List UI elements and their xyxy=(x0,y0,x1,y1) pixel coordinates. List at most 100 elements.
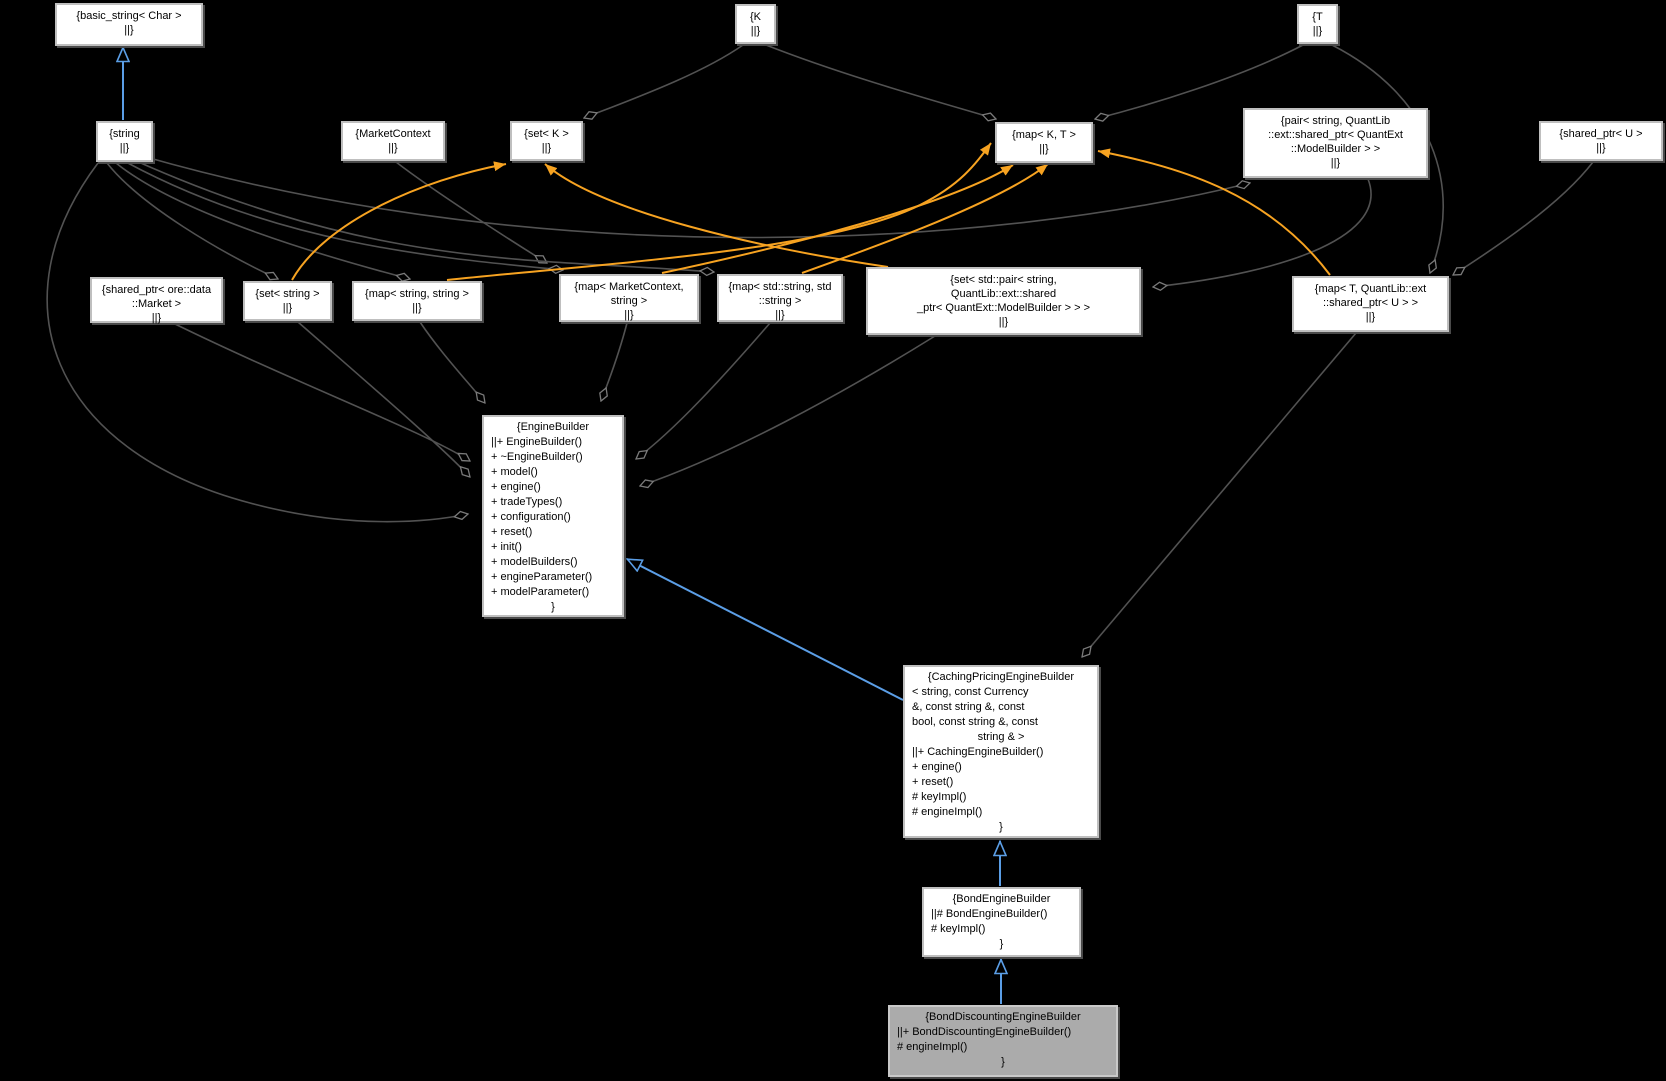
node-label-line: + modelParameter() xyxy=(491,586,590,598)
node-pair-string-model-builder[interactable]: {pair< string, QuantLib ::ext::shared_pt… xyxy=(1243,108,1428,178)
node-set-pair-string-model-builder[interactable]: {set< std::pair< string, QuantLib::ext::… xyxy=(866,267,1141,335)
node-label-line: {shared_ptr< U > xyxy=(1559,128,1643,140)
edge-map-t-u-to-caching-aggregation xyxy=(1082,332,1357,657)
node-label-line: ::Market > xyxy=(131,298,182,310)
node-label-line: ||} xyxy=(1039,143,1049,155)
edge-string-to-set-string-aggregation xyxy=(106,162,278,279)
node-engine-builder[interactable]: {EngineBuilder ||+ EngineBuilder() + ~En… xyxy=(482,415,624,617)
edge-map-string-string-to-engine-builder-aggregation xyxy=(419,321,485,403)
node-set-k[interactable]: {set< K > ||} xyxy=(510,121,583,161)
edge-shared-ptr-market-to-engine-builder-aggregation xyxy=(174,323,470,461)
node-string[interactable]: {string ||} xyxy=(96,121,153,162)
node-label-line: ::string > xyxy=(758,295,802,307)
node-label-line: string & > xyxy=(977,731,1025,743)
node-label-line: } xyxy=(551,601,555,613)
node-label-line: ||} xyxy=(541,142,552,154)
node-label-line: {T xyxy=(1312,11,1323,23)
node-label-line: bool, const string &, const xyxy=(912,716,1038,728)
node-label-line: ||} xyxy=(119,142,130,154)
edge-map-string-string-to-map-k-t-template xyxy=(446,142,992,281)
node-label-line: {set< std::pair< string, xyxy=(950,274,1057,286)
node-map-market-context-string[interactable]: {map< MarketContext, string > ||} xyxy=(559,274,699,322)
node-label-line: ||} xyxy=(388,142,398,154)
node-label-line: + reset() xyxy=(491,526,533,538)
node-label-line: ||+ BondDiscountingEngineBuilder() xyxy=(897,1026,1072,1038)
node-t[interactable]: {T ||} xyxy=(1297,4,1338,44)
node-label-line: {CachingPricingEngineBuilder xyxy=(927,671,1075,683)
node-label-line: ::shared_ptr< U > > xyxy=(1322,297,1419,309)
node-label-line: # keyImpl() xyxy=(912,791,967,803)
node-label-line: ::ModelBuilder > > xyxy=(1290,143,1381,155)
node-map-std-string-std-string[interactable]: {map< std::string, std ::string > ||} xyxy=(717,274,843,322)
node-label-line: + engine() xyxy=(912,761,962,773)
node-label-line: ||} xyxy=(998,316,1009,328)
node-label-line: ||} xyxy=(1330,157,1341,169)
node-label-line: {map< T, QuantLib::ext xyxy=(1314,283,1427,295)
node-label-line: {BondEngineBuilder xyxy=(952,893,1051,905)
node-label-line: ||+ EngineBuilder() xyxy=(491,436,583,448)
node-label-line: {map< string, string > xyxy=(365,288,469,300)
node-label-line: ||} xyxy=(282,302,293,314)
node-caching-pricing-engine-builder[interactable]: {CachingPricingEngineBuilder < string, c… xyxy=(903,665,1099,838)
edge-caching-to-engine-builder-inheritance xyxy=(627,558,904,701)
node-label-line: ||} xyxy=(412,302,422,314)
edge-map-std-string-to-engine-builder-aggregation xyxy=(636,322,771,459)
node-label-line: + engine() xyxy=(491,481,541,493)
edge-map-mc-string-to-map-k-t-template xyxy=(661,164,1014,274)
node-label-line: } xyxy=(999,938,1004,950)
node-label-line: ::ext::shared_ptr< QuantExt xyxy=(1268,129,1403,141)
node-label-line: ||} xyxy=(775,309,785,321)
node-label-line: + tradeTypes() xyxy=(491,496,563,508)
node-label-line: ||} xyxy=(151,312,162,324)
node-k[interactable]: {K ||} xyxy=(735,4,776,44)
node-label-line: + ~EngineBuilder() xyxy=(491,451,583,463)
node-label-line: + init() xyxy=(491,541,522,553)
edge-set-pair-to-engine-builder-aggregation xyxy=(640,335,936,486)
node-label-line: ||} xyxy=(624,309,634,321)
node-map-k-t[interactable]: {map< K, T > ||} xyxy=(995,122,1093,163)
node-label-line: ||} xyxy=(1596,142,1606,154)
edge-map-t-u-to-map-k-t-template xyxy=(1097,148,1331,276)
node-market-context[interactable]: {MarketContext ||} xyxy=(341,121,445,161)
edge-market-context-to-map-mc-string-aggregation xyxy=(395,161,547,263)
edge-k-to-set-k-aggregation xyxy=(584,44,744,118)
node-label-line: ||# BondEngineBuilder() xyxy=(931,908,1048,920)
node-label-line: _ptr< QuantExt::ModelBuilder > > > xyxy=(916,302,1091,314)
edge-t-to-map-k-t-aggregation xyxy=(1095,44,1304,119)
node-label-line: ||} xyxy=(750,25,761,37)
node-label-line: } xyxy=(999,821,1003,833)
node-label-line: {shared_ptr< ore::data xyxy=(101,284,212,296)
edge-map-std-string-to-map-k-t-template xyxy=(801,163,1049,274)
node-label-line: # engineImpl() xyxy=(912,806,983,818)
node-shared-ptr-u[interactable]: {shared_ptr< U > ||} xyxy=(1539,121,1663,161)
node-label-line: + model() xyxy=(491,466,538,478)
edge-pair-to-set-pair-aggregation xyxy=(1153,178,1372,287)
edge-t-to-map-t-u-aggregation xyxy=(1331,44,1444,273)
node-label-line: # keyImpl() xyxy=(931,923,986,935)
node-map-string-string[interactable]: {map< string, string > ||} xyxy=(352,281,482,321)
node-map-t-shared-ptr-u[interactable]: {map< T, QuantLib::ext ::shared_ptr< U >… xyxy=(1292,276,1449,332)
node-basic-string-char[interactable]: {basic_string< Char > ||} xyxy=(55,3,203,46)
edge-shared-ptr-u-to-map-t-u-aggregation xyxy=(1453,161,1594,275)
node-set-string[interactable]: {set< string > ||} xyxy=(243,281,332,321)
node-label-line: ||+ CachingEngineBuilder() xyxy=(912,746,1044,758)
node-label-line: ||} xyxy=(1312,25,1323,37)
node-label-line: string > xyxy=(610,295,648,307)
node-label-line: {pair< string, QuantLib xyxy=(1280,115,1391,127)
node-label-line: {map< K, T > xyxy=(1012,129,1076,141)
node-shared-ptr-market[interactable]: {shared_ptr< ore::data ::Market > ||} xyxy=(90,277,223,324)
node-bond-engine-builder[interactable]: {BondEngineBuilder ||# BondEngineBuilder… xyxy=(922,887,1081,957)
edge-set-string-to-set-k-template xyxy=(291,161,507,281)
edge-map-mc-string-to-engine-builder-aggregation xyxy=(601,322,628,401)
node-label-line: {MarketContext xyxy=(355,128,431,140)
node-label-line: {EngineBuilder xyxy=(516,421,590,433)
node-label-line: &, const string &, const xyxy=(912,701,1025,713)
node-bond-discounting-engine-builder[interactable]: {BondDiscountingEngineBuilder ||+ BondDi… xyxy=(888,1005,1118,1077)
edge-set-string-to-engine-builder-aggregation xyxy=(297,321,470,477)
node-label-line: QuantLib::ext::shared xyxy=(950,288,1057,300)
node-label-line: < string, const Currency xyxy=(912,686,1029,698)
node-label-line: ||} xyxy=(124,24,134,36)
node-label-line: + engineParameter() xyxy=(491,571,593,583)
